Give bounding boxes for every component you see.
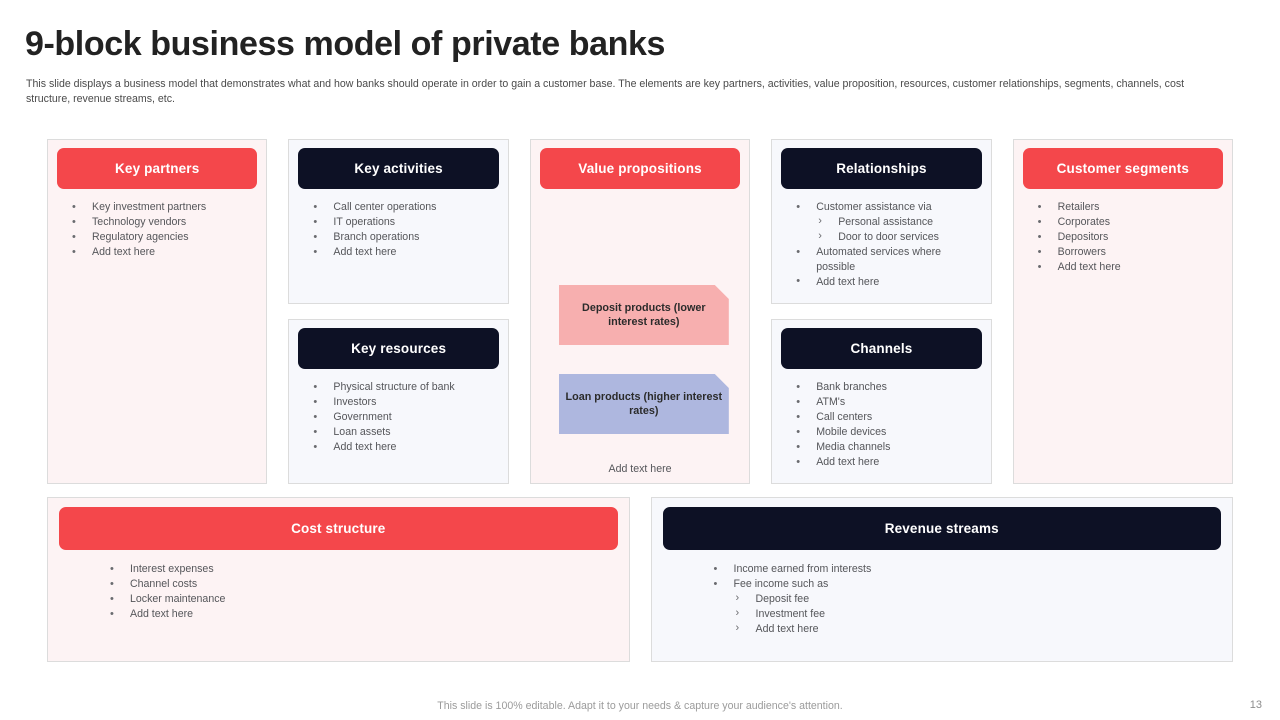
list-item: ATM's (794, 395, 982, 410)
list-item: Depositors (1036, 230, 1224, 245)
list-relationships: Customer assistance via Personal assista… (772, 200, 990, 290)
panel-header-revenue-streams: Revenue streams (662, 507, 1221, 550)
list-item: Automated services where possible (794, 245, 982, 274)
card-deposit-products[interactable]: Deposit products (lower interest rates) (559, 285, 729, 345)
panel-header-key-activities: Key activities (298, 148, 499, 189)
footer-note: This slide is 100% editable. Adapt it to… (437, 700, 843, 712)
list-item: Investment fee (712, 606, 1225, 622)
list-item: Technology vendors (70, 215, 258, 230)
panel-header-channels: Channels (781, 328, 982, 369)
panel-key-resources[interactable]: Key resources Physical structure of bank… (288, 319, 509, 484)
page-number: 13 (1249, 699, 1262, 711)
list-item: Call center operations (311, 200, 499, 215)
panel-header-value-propositions: Value propositions (539, 148, 741, 189)
list-item: Personal assistance (794, 214, 982, 230)
panel-customer-segments[interactable]: Customer segments Retailers Corporates D… (1012, 139, 1234, 484)
list-item: Add text here (794, 455, 982, 470)
list-item: Locker maintenance (108, 592, 621, 607)
bottom-row: Cost structure Interest expenses Channel… (47, 497, 1233, 662)
panel-relationships[interactable]: Relationships Customer assistance via Pe… (771, 139, 992, 304)
list-item: Borrowers (1036, 245, 1224, 260)
list-item: Interest expenses (108, 562, 621, 577)
panel-channels[interactable]: Channels Bank branches ATM's Call center… (771, 319, 992, 484)
panel-revenue-streams[interactable]: Revenue streams Income earned from inter… (650, 497, 1233, 662)
list-item: Regulatory agencies (70, 230, 258, 245)
list-item: Add text here (794, 274, 982, 290)
business-model-grid: Key partners Key investment partners Tec… (47, 139, 1234, 484)
list-item: Government (311, 410, 499, 425)
list-item: Physical structure of bank (311, 380, 499, 395)
list-item: Add text here (311, 245, 499, 260)
list-key-activities: Call center operations IT operations Bra… (289, 200, 507, 260)
list-item: Channel costs (108, 577, 621, 592)
value-proposition-cards: Deposit products (lower interest rates) … (531, 189, 749, 532)
panel-header-customer-segments: Customer segments (1022, 148, 1224, 189)
list-item: Corporates (1036, 215, 1224, 230)
column-key-partners: Key partners Key investment partners Tec… (47, 139, 268, 484)
list-key-resources: Physical structure of bank Investors Gov… (289, 380, 507, 455)
panel-header-relationships: Relationships (781, 148, 982, 189)
column-customer-segments: Customer segments Retailers Corporates D… (1012, 139, 1234, 484)
list-item: Branch operations (311, 230, 499, 245)
list-item: IT operations (311, 215, 499, 230)
list-channels: Bank branches ATM's Call centers Mobile … (772, 380, 990, 470)
list-item: Call centers (794, 410, 982, 425)
list-item: Bank branches (794, 380, 982, 395)
list-revenue-streams: Income earned from interests Fee income … (652, 562, 1233, 637)
panel-key-partners[interactable]: Key partners Key investment partners Tec… (47, 139, 268, 484)
list-item: Fee income such as (712, 577, 1225, 592)
panel-header-cost-structure: Cost structure (59, 507, 618, 550)
list-item: Key investment partners (70, 200, 258, 215)
list-item: Add text here (712, 621, 1225, 637)
list-item: Door to door services (794, 229, 982, 245)
list-item: Add text here (70, 245, 258, 260)
list-item: Loan assets (311, 425, 499, 440)
column-relationships-channels: Relationships Customer assistance via Pe… (771, 139, 992, 484)
panel-value-propositions[interactable]: Value propositions Deposit products (low… (529, 139, 751, 484)
value-propositions-note: Add text here (608, 463, 672, 475)
list-item: Customer assistance via (794, 200, 982, 215)
list-item: Mobile devices (794, 425, 982, 440)
list-item: Investors (311, 395, 499, 410)
list-item: Media channels (794, 440, 982, 455)
list-key-partners: Key investment partners Technology vendo… (48, 200, 266, 260)
panel-header-key-partners: Key partners (57, 148, 258, 189)
card-loan-products[interactable]: Loan products (higher interest rates) (559, 374, 729, 434)
panel-key-activities[interactable]: Key activities Call center operations IT… (288, 139, 509, 304)
list-item: Retailers (1036, 200, 1224, 215)
list-cost-structure: Interest expenses Channel costs Locker m… (48, 562, 629, 622)
list-item: Add text here (108, 607, 621, 622)
panel-cost-structure[interactable]: Cost structure Interest expenses Channel… (47, 497, 630, 662)
list-item: Add text here (311, 440, 499, 455)
list-item: Add text here (1036, 260, 1224, 275)
list-item: Income earned from interests (712, 562, 1225, 577)
column-key-activities-resources: Key activities Call center operations IT… (288, 139, 509, 484)
list-item: Deposit fee (712, 591, 1225, 607)
page-title: 9-block business model of private banks (25, 25, 666, 63)
column-value-propositions: Value propositions Deposit products (low… (529, 139, 751, 484)
page-description: This slide displays a business model tha… (26, 78, 1185, 105)
list-customer-segments: Retailers Corporates Depositors Borrower… (1014, 200, 1232, 275)
panel-header-key-resources: Key resources (298, 328, 499, 369)
